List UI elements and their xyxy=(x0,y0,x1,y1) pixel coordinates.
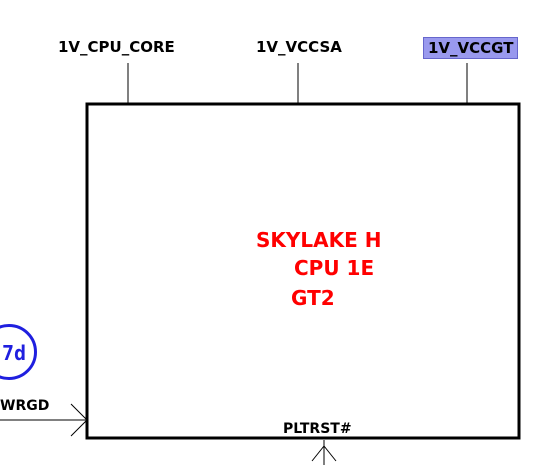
pwrgd-label: WRGD xyxy=(0,398,50,414)
pltrst-label: PLTRST# xyxy=(283,421,352,437)
chip-body xyxy=(85,102,521,440)
chip-variant: CPU 1E xyxy=(294,256,375,280)
pltrst-arrowhead xyxy=(311,445,337,462)
chip-name: SKYLAKE H xyxy=(256,228,382,252)
chip-graphics: GT2 xyxy=(291,286,335,310)
rail-label-vccsa: 1V_VCCSA xyxy=(256,38,342,56)
reference-label: 7d xyxy=(2,341,27,365)
pwrgd-arrowhead xyxy=(70,403,88,437)
rail-label-cpu-core: 1V_CPU_CORE xyxy=(58,38,175,56)
rail-label-vccgt[interactable]: 1V_VCCGT xyxy=(423,37,519,59)
